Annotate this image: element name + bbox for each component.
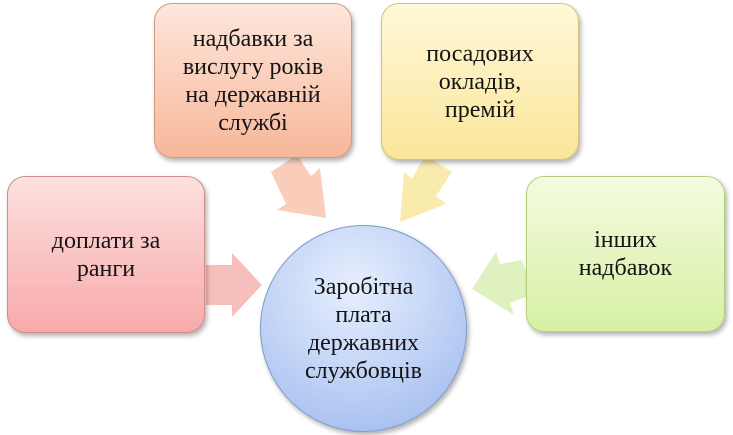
center-node-line: державних (307, 329, 420, 356)
node-service-label: надбавки за вислугу років на державній с… (183, 25, 323, 137)
node-service: надбавки за вислугу років на державній с… (154, 3, 352, 158)
node-other-line: надбавок (578, 255, 673, 281)
node-service-line: на державній (185, 81, 321, 108)
center-node-line: Заробітна (313, 273, 414, 300)
node-ranks-label: доплати за ранги (52, 227, 161, 283)
node-salaries-line: премій (444, 96, 516, 123)
node-salaries-line: посадових (426, 40, 534, 67)
node-ranks: доплати за ранги (7, 176, 205, 333)
center-node-line: службовців (305, 357, 422, 384)
node-ranks-line: доплати за (51, 227, 161, 254)
arrow-ranks-to-center (206, 253, 262, 317)
node-salaries-label: посадових окладів, премій (426, 40, 533, 124)
node-salaries: посадових окладів, премій (381, 3, 579, 160)
center-node-line: плата (335, 301, 392, 328)
node-service-line: службі (218, 109, 288, 136)
node-salaries-line: окладів, (438, 68, 522, 95)
node-service-line: надбавки за (192, 25, 314, 52)
arrow-salaries-to-center (400, 155, 452, 222)
node-service-line: вислугу років (182, 53, 324, 80)
center-node-label: Заробітна плата державних службовців (305, 273, 422, 385)
node-other-line: інших (594, 227, 657, 253)
node-ranks-line: ранги (76, 255, 136, 282)
node-other: інших надбавок (526, 176, 725, 332)
center-node: Заробітна плата державних службовців (260, 225, 467, 432)
node-other-label: інших надбавок (579, 226, 672, 282)
arrow-service-to-center (271, 155, 326, 218)
arrow-other-to-center (472, 252, 534, 315)
